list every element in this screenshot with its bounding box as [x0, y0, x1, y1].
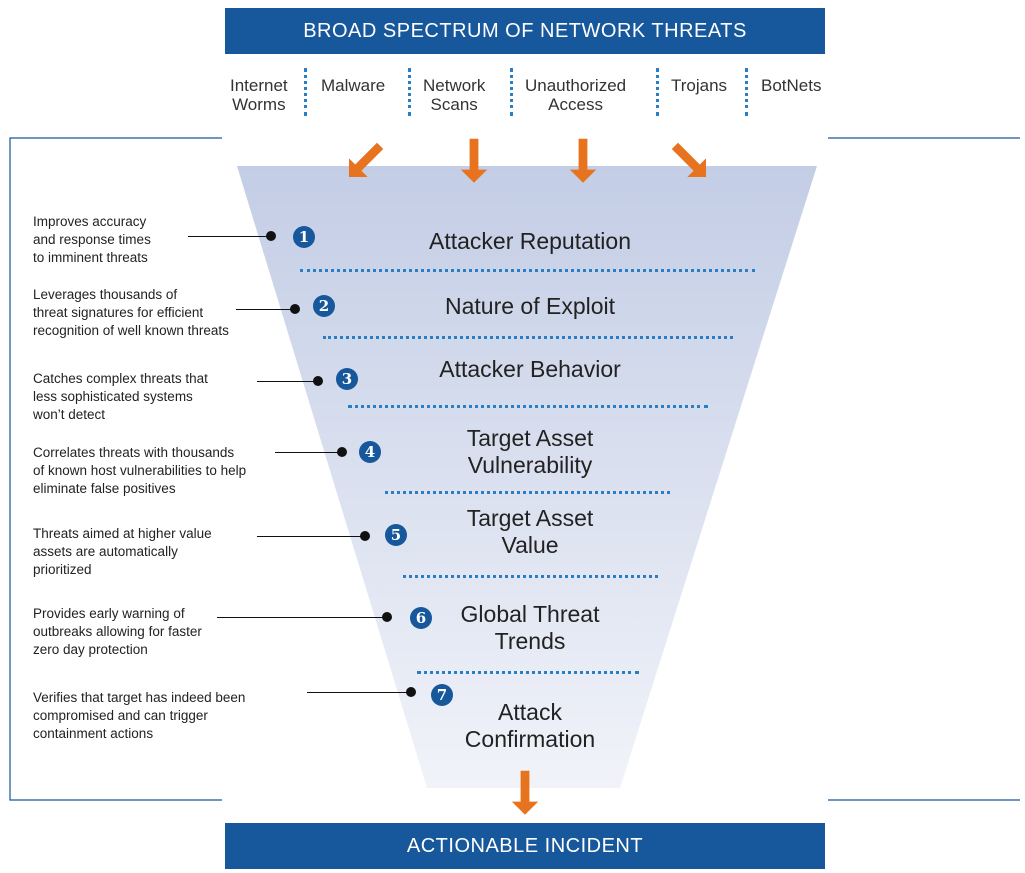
input-arrow-1-icon — [348, 142, 384, 178]
leader-dot — [406, 687, 416, 697]
stage-note: Catches complex threats that less sophis… — [33, 371, 208, 422]
stage-number-badge: 4 — [359, 441, 381, 463]
bottom-banner-title: ACTIONABLE INCIDENT — [225, 823, 825, 869]
leader-dot — [360, 531, 370, 541]
note-leader-line — [257, 381, 317, 382]
threat-separator — [408, 68, 411, 116]
stage-divider — [348, 405, 708, 408]
stage-name: Attacker Behavior — [439, 356, 621, 382]
right-bracket-line — [828, 137, 1020, 801]
left-bracket-line — [9, 137, 222, 801]
threat-label-malware: Malware — [321, 76, 386, 95]
filter-funnel — [237, 166, 817, 788]
note-leader-line — [257, 536, 364, 537]
stage-divider — [323, 336, 733, 339]
leader-dot — [290, 304, 300, 314]
threat-separator — [304, 68, 307, 116]
leader-dot — [382, 612, 392, 622]
stage-name: Target Asset Vulnerability — [466, 425, 594, 478]
stage-number-badge: 5 — [385, 524, 407, 546]
threat-separator — [510, 68, 513, 116]
threat-label-network-scans: Network Scans — [423, 76, 486, 114]
stage-divider — [403, 575, 658, 578]
input-arrow-4-icon — [671, 142, 707, 178]
stage-divider — [417, 671, 639, 674]
threat-label-botnets: BotNets — [761, 76, 822, 95]
stage-divider — [385, 491, 670, 494]
stage-number-badge: 6 — [410, 607, 432, 629]
stage-name: Attacker Reputation — [428, 228, 631, 254]
leader-dot — [313, 376, 323, 386]
input-arrow-3-icon — [569, 138, 597, 183]
note-leader-line — [236, 309, 293, 310]
output-arrow-icon — [511, 770, 539, 815]
input-arrow-2-icon — [460, 138, 488, 183]
stage-note: Improves accuracy and response times to … — [33, 214, 151, 265]
leader-dot — [266, 231, 276, 241]
stage-name: Attack Confirmation — [464, 699, 596, 752]
note-leader-line — [307, 692, 410, 693]
stage-number-badge: 7 — [431, 684, 453, 706]
stage-number-badge: 3 — [336, 368, 358, 390]
threat-label-unauthorized-access: Unauthorized Access — [525, 76, 627, 114]
threat-label-internet-worms: Internet Worms — [230, 76, 288, 114]
stage-name: Nature of Exploit — [444, 293, 616, 319]
stage-note: Leverages thousands of threat signatures… — [33, 287, 229, 338]
threat-separator — [656, 68, 659, 116]
top-banner-title: BROAD SPECTRUM OF NETWORK THREATS — [225, 8, 825, 54]
stage-note: Provides early warning of outbreaks allo… — [33, 606, 202, 657]
leader-dot — [337, 447, 347, 457]
note-leader-line — [188, 236, 271, 237]
note-leader-line — [217, 617, 387, 618]
threat-label-trojans: Trojans — [671, 76, 728, 95]
stage-note: Correlates threats with thousands of kno… — [33, 445, 247, 496]
stage-name: Target Asset Value — [466, 505, 594, 558]
stage-number-badge: 2 — [313, 295, 335, 317]
stage-number-badge: 1 — [293, 226, 315, 248]
stage-name: Global Threat Trends — [460, 601, 600, 654]
stage-note: Verifies that target has indeed been com… — [33, 690, 246, 741]
note-leader-line — [275, 452, 342, 453]
threat-separator — [745, 68, 748, 116]
stage-note: Threats aimed at higher value assets are… — [33, 526, 212, 577]
stage-divider — [300, 269, 755, 272]
